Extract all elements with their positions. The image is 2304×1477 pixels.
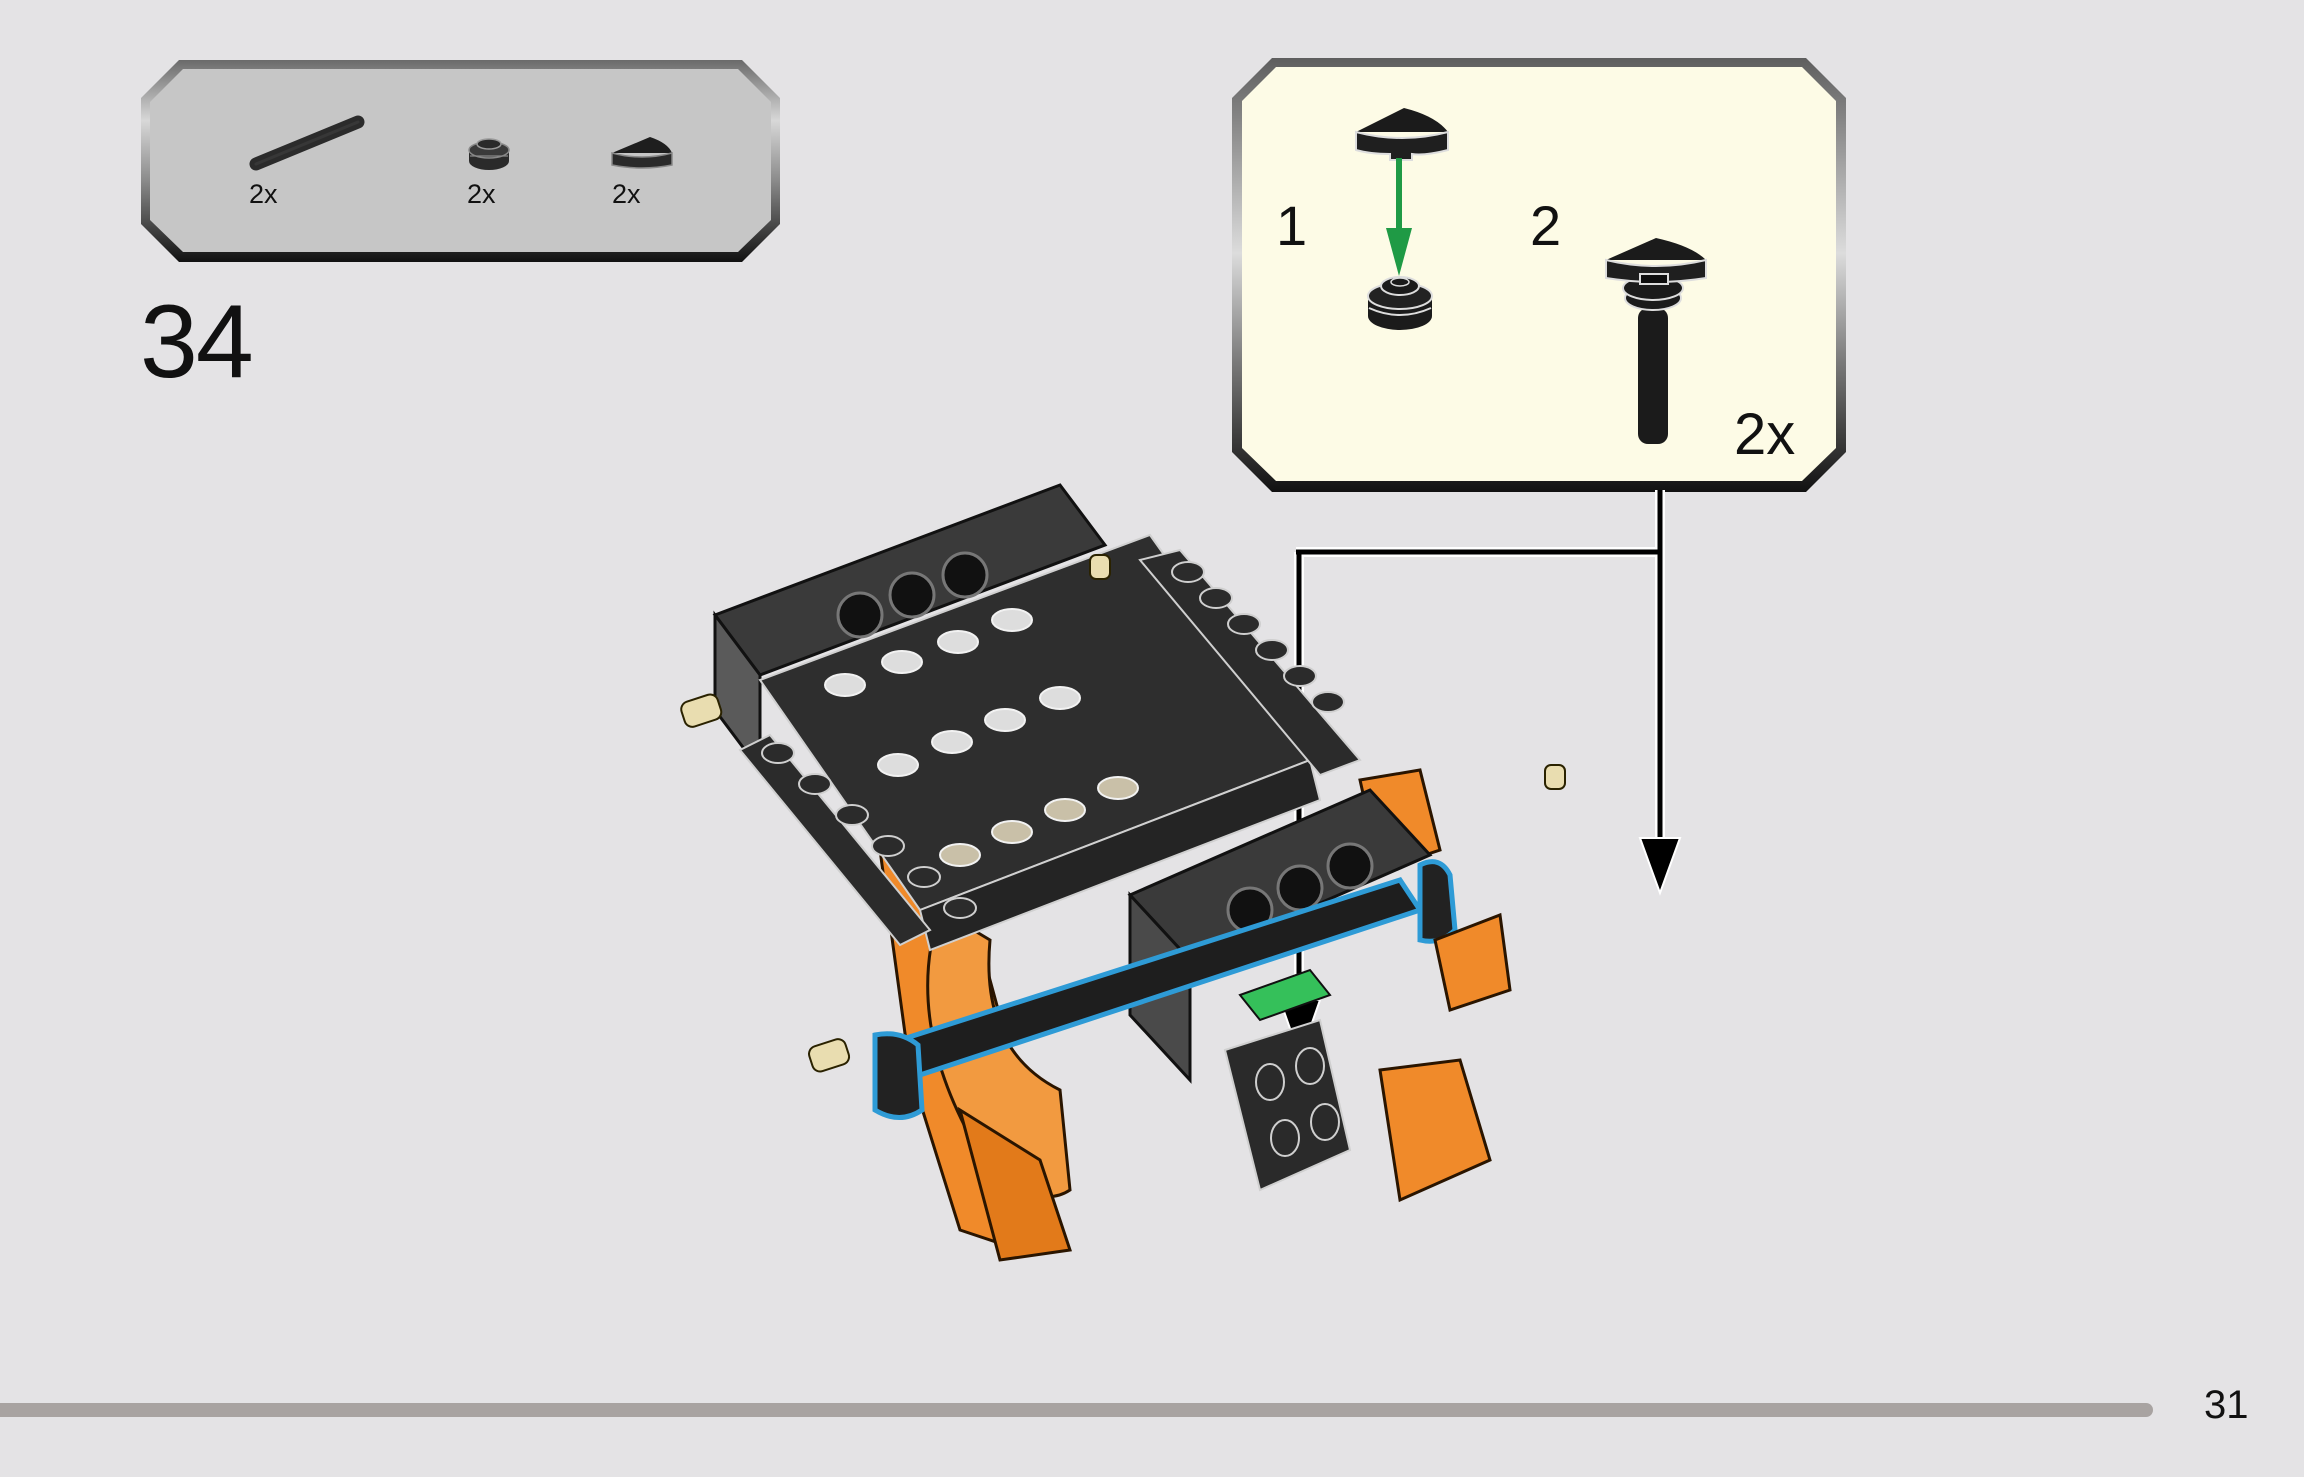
page-number: 31 [2204, 1383, 2249, 1427]
parts-box-frame [141, 60, 780, 262]
part-quantity-quarter-tile: 2x [612, 179, 641, 209]
part-quantity-round-plate: 2x [467, 179, 496, 209]
main-chassis-plate [758, 533, 1322, 952]
sub-step-1-number: 1 [1276, 194, 1308, 257]
sub-step-2-number: 2 [1530, 194, 1562, 257]
quarter-tile-icon [1355, 108, 1449, 161]
green-down-arrow-icon [1386, 158, 1412, 276]
step-number: 34 [140, 284, 254, 400]
axle-icon [249, 115, 365, 171]
callout-frame [1232, 58, 1846, 492]
axle-assembly-icon [1605, 238, 1707, 444]
sub-assembly-callout: 1 2 2x [1232, 58, 1846, 492]
part-quantity-axle: 2x [249, 179, 278, 209]
parts-list-box: 2x 2x 2x [141, 60, 780, 262]
chassis-model [680, 483, 1566, 1262]
round-plate-icon [468, 138, 510, 170]
left-stud-row [738, 733, 977, 947]
model-illustration [660, 470, 1720, 1270]
highlighted-axle-assemblies [872, 859, 1512, 1120]
progress-bar [0, 1403, 2153, 1417]
right-stud-row [1138, 548, 1362, 777]
front-bracket [1223, 1018, 1352, 1192]
sub-assembly-quantity: 2x [1734, 402, 1796, 467]
rear-technic-brick [712, 483, 1108, 775]
green-part [1238, 968, 1332, 1022]
round-plate-icon [1367, 276, 1433, 330]
quarter-tile-icon [611, 137, 673, 169]
tan-pins [680, 554, 1566, 1073]
